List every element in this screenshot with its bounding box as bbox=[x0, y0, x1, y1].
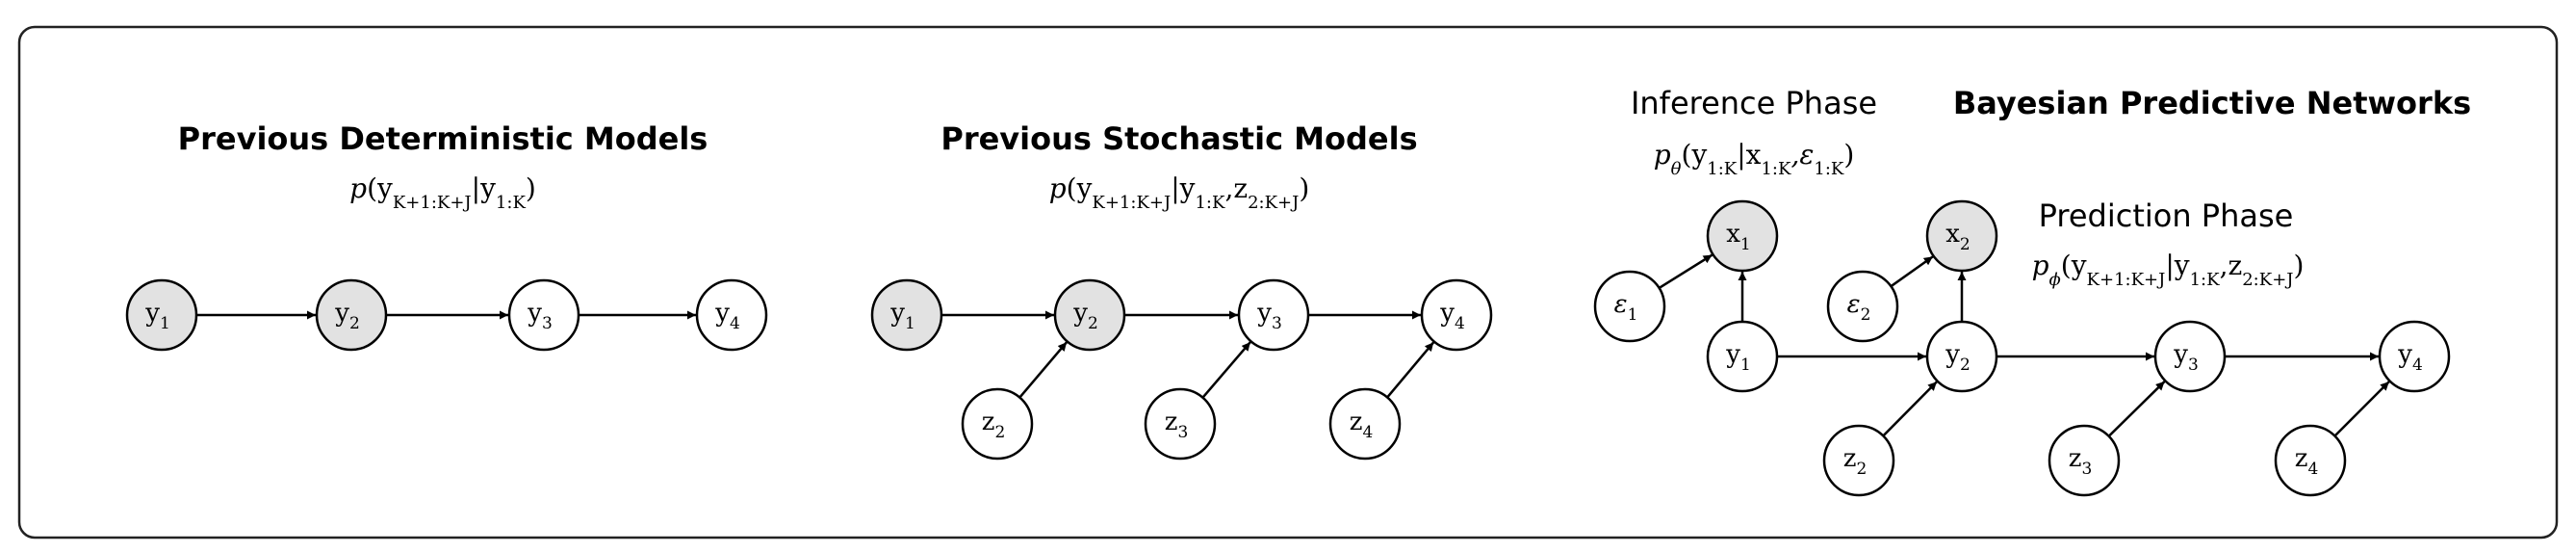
bayesian-node-z2: z2 bbox=[1822, 424, 1895, 497]
panel-title-bayesian: Bayesian Predictive Networks bbox=[1953, 85, 2471, 121]
bayesian-node-y4: y4 bbox=[2378, 320, 2451, 393]
deterministic-node-y4-label: y4 bbox=[714, 299, 740, 333]
bayesian-node-x1: x1 bbox=[1706, 199, 1779, 273]
deterministic-node-y1: y1 bbox=[125, 278, 198, 352]
bayesian-node-z2-label: z2 bbox=[1843, 444, 1868, 479]
bayesian-node-y4-label: y4 bbox=[2397, 340, 2423, 375]
formula-inference: pθ(y1:K|x1:K,ε1:K) bbox=[1654, 139, 1855, 179]
bayesian-edge-e1-to-x1 bbox=[1658, 253, 1713, 290]
bayesian-node-y3-label: y3 bbox=[2173, 340, 2199, 375]
stochastic-node-y2: y2 bbox=[1053, 278, 1126, 352]
stochastic-node-z3-label: z3 bbox=[1165, 408, 1189, 442]
stochastic-edge-z2-to-y2 bbox=[1018, 341, 1068, 399]
stochastic-node-z4-label: z4 bbox=[1350, 408, 1374, 442]
deterministic-node-y3-label: y3 bbox=[527, 299, 553, 333]
stochastic-node-z3: z3 bbox=[1144, 387, 1217, 461]
deterministic-node-y4: y4 bbox=[695, 278, 768, 352]
deterministic-node-y2: y2 bbox=[315, 278, 388, 352]
stochastic-node-y4-label: y4 bbox=[1439, 299, 1465, 333]
bayesian-node-z3-label: z3 bbox=[2069, 444, 2093, 479]
bayesian-node-x2: x2 bbox=[1925, 199, 1998, 273]
bayesian-node-e2: ε2 bbox=[1826, 270, 1899, 343]
stochastic-node-y3: y3 bbox=[1237, 278, 1310, 352]
bayesian-node-z4: z4 bbox=[2274, 424, 2347, 497]
bayesian-node-e1: ε1 bbox=[1593, 270, 1666, 343]
deterministic-node-y1-label: y1 bbox=[144, 299, 170, 333]
inference-phase-label: Inference Phase bbox=[1631, 85, 1877, 121]
stochastic-node-y3-label: y3 bbox=[1256, 299, 1282, 333]
bayesian-node-y1: y1 bbox=[1706, 320, 1779, 393]
bayesian-node-y1-label: y1 bbox=[1725, 340, 1751, 375]
stochastic-edge-z4-to-y4 bbox=[1386, 341, 1435, 399]
bayesian-edge-z4-to-y4 bbox=[2333, 381, 2390, 437]
bayesian-node-x1-label: x1 bbox=[1726, 220, 1751, 254]
bayesian-node-e2-label: ε2 bbox=[1847, 290, 1871, 325]
stochastic-node-y2-label: y2 bbox=[1072, 299, 1098, 333]
bayesian-edge-z3-to-y3 bbox=[2107, 381, 2166, 437]
bayesian-edge-e2-to-x2 bbox=[1890, 255, 1934, 288]
stochastic-node-y1: y1 bbox=[870, 278, 943, 352]
stochastic-edge-z3-to-y3 bbox=[1201, 341, 1251, 399]
bayesian-node-y2-label: y2 bbox=[1945, 340, 1971, 375]
formula-prediction: pϕ(yK+1:K+J|y1:K,z2:K+J) bbox=[2032, 250, 2305, 290]
stochastic-node-y4: y4 bbox=[1420, 278, 1493, 352]
bayesian-node-y3: y3 bbox=[2153, 320, 2227, 393]
panel-title-deterministic: Previous Deterministic Models bbox=[178, 120, 708, 157]
bayesian-node-z3: z3 bbox=[2048, 424, 2121, 497]
deterministic-node-y2-label: y2 bbox=[334, 299, 360, 333]
panel-title-stochastic: Previous Stochastic Models bbox=[940, 120, 1417, 157]
bayesian-node-z4-label: z4 bbox=[2295, 444, 2319, 479]
bayesian-node-x2-label: x2 bbox=[1945, 220, 1971, 254]
formula-deterministic: p(yK+1:K+J|y1:K) bbox=[349, 172, 536, 213]
formula-stochastic: p(yK+1:K+J|y1:K,z2:K+J) bbox=[1049, 172, 1310, 213]
prediction-phase-label: Prediction Phase bbox=[2039, 198, 2294, 234]
bayesian-node-e1-label: ε1 bbox=[1614, 290, 1638, 325]
bayesian-node-y2: y2 bbox=[1925, 320, 1998, 393]
deterministic-node-y3: y3 bbox=[507, 278, 580, 352]
stochastic-node-z4: z4 bbox=[1328, 387, 1402, 461]
bayesian-edge-z2-to-y2 bbox=[1882, 381, 1938, 437]
stochastic-node-z2: z2 bbox=[961, 387, 1034, 461]
stochastic-node-y1-label: y1 bbox=[889, 299, 915, 333]
stochastic-node-z2-label: z2 bbox=[982, 408, 1006, 442]
